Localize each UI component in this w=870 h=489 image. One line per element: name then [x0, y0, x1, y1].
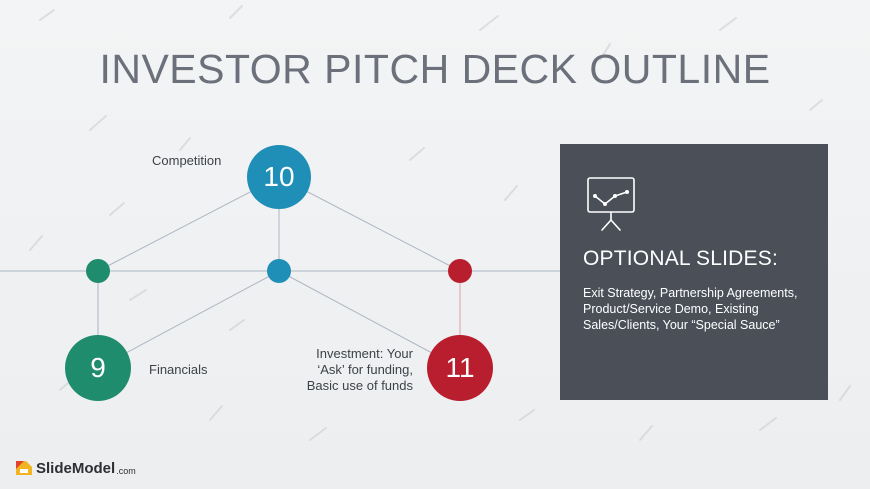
node-competition: 10 — [247, 145, 311, 209]
node-label-competition: Competition — [152, 153, 222, 168]
node-number: 10 — [263, 161, 295, 192]
connector-dot-red — [448, 259, 472, 283]
panel-heading: OPTIONAL SLIDES: — [583, 247, 778, 270]
connector-line — [97, 270, 280, 369]
connector-line — [278, 176, 461, 272]
brand-logo: SlideModel .com — [12, 457, 136, 479]
node-investment: 11 — [427, 335, 493, 401]
connector-dot-green — [86, 259, 110, 283]
node-number: 11 — [445, 352, 475, 383]
brand-suffix: .com — [116, 466, 136, 476]
optional-slides-panel: OPTIONAL SLIDES: Exit Strategy, Partners… — [560, 144, 828, 400]
slide-title: INVESTOR PITCH DECK OUTLINE — [99, 46, 771, 92]
presentation-board-icon — [587, 177, 635, 231]
node-number: 9 — [90, 352, 106, 383]
node-financials: 9 — [65, 335, 131, 401]
slidemodel-logo-icon — [16, 461, 32, 475]
panel-body: Exit Strategy, Partnership Agreements, P… — [583, 286, 798, 332]
node-label-investment: Investment: Your ‘Ask’ for funding, Basi… — [306, 346, 413, 393]
brand-name: SlideModel — [36, 459, 116, 477]
connector-line — [97, 176, 280, 272]
connector-dot-blue — [267, 259, 291, 283]
node-label-financials: Financials — [149, 362, 208, 377]
